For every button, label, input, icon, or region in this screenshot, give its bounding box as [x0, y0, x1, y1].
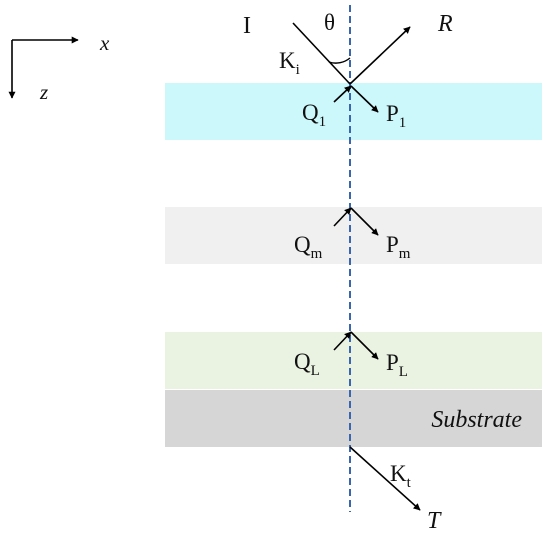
pl-arrow [350, 331, 379, 360]
transmitted-label: T [427, 508, 442, 534]
k-incident-label: Ki [279, 48, 300, 78]
transmitted-beam-arrow [349, 446, 421, 511]
pl-label: PL [386, 350, 408, 380]
substrate-label: Substrate [431, 407, 522, 433]
incident-beam [292, 22, 351, 85]
qm-arrow [333, 207, 352, 227]
incident-label: I [243, 13, 251, 39]
pm-arrow [350, 207, 379, 236]
reflected-beam-arrow [349, 26, 411, 85]
z-axis-label: z [39, 80, 48, 104]
coordinate-axes: x z [8, 31, 110, 104]
pm-label: Pm [386, 232, 411, 262]
layer-m-band [165, 207, 542, 264]
q1-label: Q1 [302, 100, 326, 130]
angle-label: θ [324, 10, 335, 35]
k-transmitted-label: Kt [390, 461, 412, 491]
p1-arrow [350, 85, 379, 113]
p1-label: P1 [386, 101, 406, 131]
layer-L-band [165, 332, 542, 389]
qm-label: Qm [294, 232, 323, 262]
reflected-label: R [437, 11, 453, 37]
ql-arrow [333, 331, 352, 351]
substrate-band [165, 390, 542, 447]
q1-arrow [333, 85, 352, 103]
x-axis-label: x [99, 31, 110, 55]
angle-arc [328, 57, 351, 64]
ql-label: QL [294, 349, 320, 379]
layer-1-band [165, 83, 542, 140]
